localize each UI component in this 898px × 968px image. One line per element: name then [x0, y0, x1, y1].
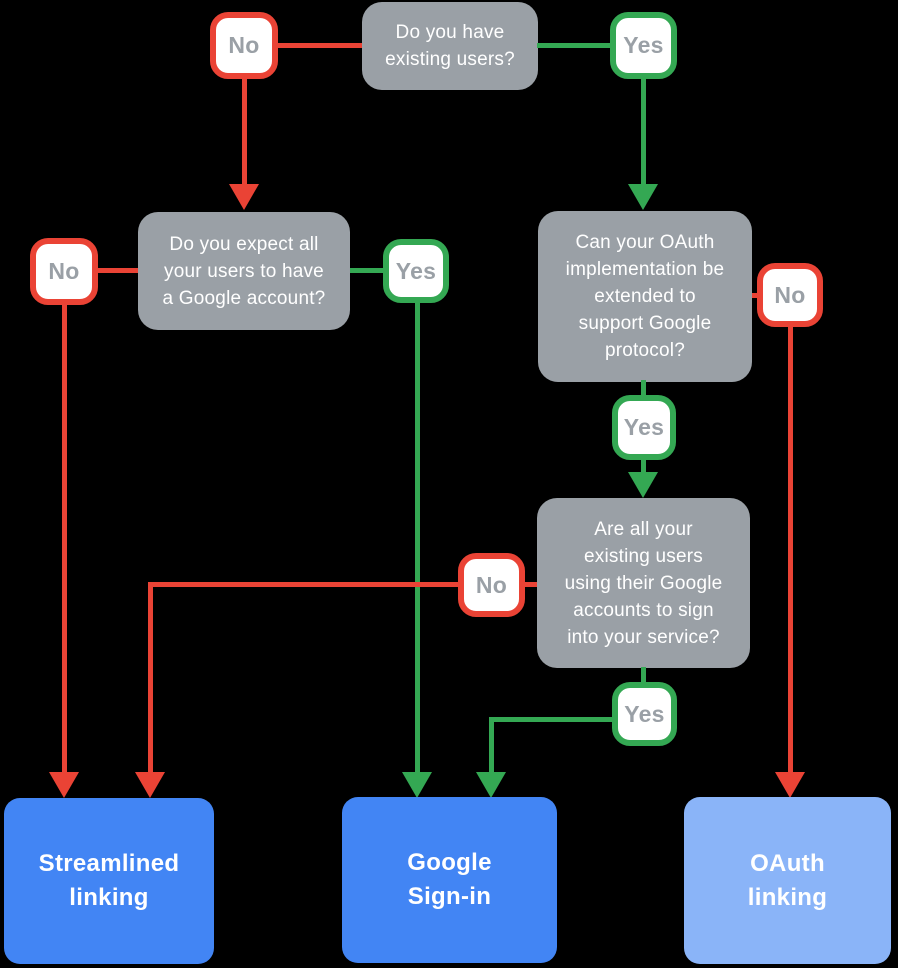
edge-yes4-horizontal [489, 717, 612, 722]
edge-q4-to-yes4 [641, 667, 646, 683]
yes-badge-q1: Yes [610, 12, 677, 79]
yes-badge-q2: Yes [383, 239, 449, 303]
arrowhead-yes4-to-google-signin [476, 772, 506, 798]
yes-badge-q4: Yes [612, 682, 677, 746]
question-existing-users: Do you have existing users? [362, 2, 538, 90]
question-google-account: Do you expect all your users to have a G… [138, 212, 350, 330]
question-oauth-extended: Can your OAuth implementation be extende… [538, 211, 752, 382]
outcome-streamlined-linking: Streamlined linking [4, 798, 214, 964]
outcome-google-sign-in: Google Sign-in [342, 797, 557, 963]
question-users-google-signin: Are all your existing users using their … [537, 498, 750, 668]
edge-no4-horizontal [148, 582, 458, 587]
yes-badge-q3: Yes [612, 395, 676, 460]
edge-q3-to-no3 [752, 293, 758, 298]
edge-yes3-to-q4 [641, 459, 646, 473]
no-badge-q4: No [458, 553, 525, 617]
edge-q4-to-no4 [524, 582, 537, 587]
outcome-oauth-linking: OAuth linking [684, 797, 891, 964]
arrowhead-no4-to-streamlined [135, 772, 165, 798]
arrowhead-no2-to-streamlined [49, 772, 79, 798]
edge-no1-to-q2 [242, 78, 247, 184]
edge-q1-to-no1 [278, 43, 362, 48]
edge-yes1-to-q3 [641, 78, 646, 184]
edge-no4-to-streamlined [148, 582, 153, 772]
arrowhead-no3-to-oauth [775, 772, 805, 798]
edge-q3-to-yes3 [641, 380, 646, 396]
arrowhead-yes3-to-q4 [628, 472, 658, 498]
arrowhead-yes1-to-q3 [628, 184, 658, 210]
edge-yes2-to-google-signin [415, 302, 420, 772]
edge-q1-to-yes1 [537, 43, 610, 48]
edge-no3-to-oauth [788, 326, 793, 772]
edge-q2-to-yes2 [350, 268, 383, 273]
edge-q2-to-no2 [98, 268, 138, 273]
arrowhead-yes2-to-google-signin [402, 772, 432, 798]
edge-no2-to-streamlined [62, 304, 67, 772]
arrowhead-no1-to-q2 [229, 184, 259, 210]
no-badge-q2: No [30, 238, 98, 305]
no-badge-q1: No [210, 12, 278, 79]
edge-yes4-to-google-signin [489, 717, 494, 772]
no-badge-q3: No [757, 263, 823, 327]
